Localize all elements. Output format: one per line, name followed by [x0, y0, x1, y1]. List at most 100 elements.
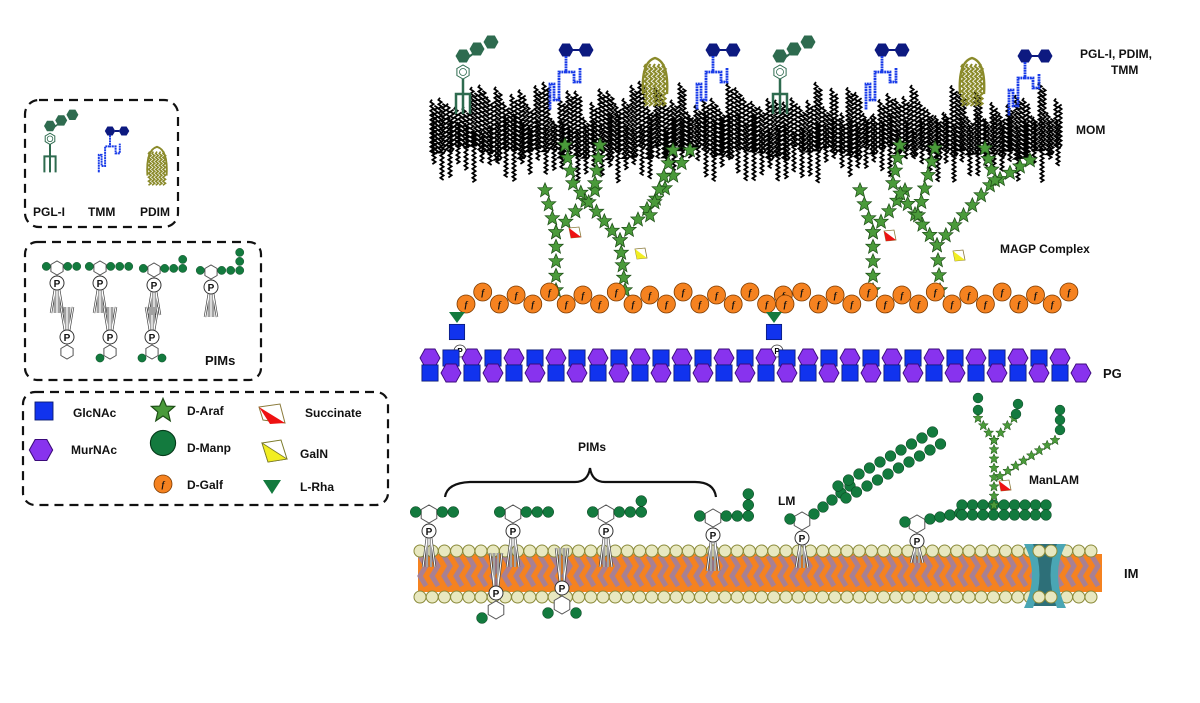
mannose: [916, 432, 928, 444]
mycolic-chain: [502, 114, 510, 179]
lipid-tail: [549, 554, 561, 588]
lipid-head: [962, 590, 976, 604]
mannose: [124, 262, 134, 271]
glcnac-square: [673, 364, 691, 382]
mycolic-chain: [470, 130, 478, 183]
inositol-ring: [420, 504, 438, 524]
mycolic-chain: [806, 129, 814, 177]
lipid-head: [450, 590, 464, 604]
lipid-head: [950, 544, 964, 558]
trehalose-hexagon: [104, 126, 116, 136]
lipid-head: [681, 544, 695, 558]
trehalose-hexagon: [1017, 49, 1033, 63]
mycolic-chain: [1003, 103, 1016, 152]
phosphate-circle: [598, 523, 614, 539]
lipid-head: [584, 590, 598, 604]
galactofuranose: [673, 282, 693, 302]
arabinose-star: [541, 196, 557, 212]
murnac-hexagon: [713, 348, 735, 368]
galn-marker: [952, 249, 966, 262]
red-half-diamond-icon: [258, 403, 286, 424]
trehalose-hexagon: [894, 43, 910, 57]
mannose: [494, 506, 506, 518]
mannose: [542, 506, 554, 518]
phosphate-label: P: [151, 281, 158, 292]
arabinose-star: [548, 238, 564, 254]
mycolic-chain: [966, 127, 974, 177]
murnac-hexagon: [461, 348, 483, 368]
mannose: [1008, 509, 1021, 521]
phosphate-circle: [794, 530, 810, 546]
inositol-ring: [553, 595, 571, 615]
lipid-tail: [729, 554, 741, 588]
pdim-chain: [157, 151, 164, 186]
mycolic-chain: [462, 122, 470, 171]
mycolic-chain: [718, 116, 726, 168]
murnac-hexagon: [986, 363, 1008, 383]
label-pgl-pdim-tmm-line1: PGL-I, PDIM,: [1080, 47, 1152, 61]
galn-marker: [634, 247, 648, 260]
lipid-head: [864, 544, 878, 558]
murnac-hexagon: [881, 348, 903, 368]
lipid-head: [706, 590, 720, 604]
galactofuranose: [859, 282, 878, 302]
mycolic-chain: [950, 123, 958, 183]
arabinose-star: [931, 267, 947, 283]
orange-circle-f-icon: [153, 474, 173, 494]
lipid-head: [986, 544, 1000, 558]
galactofuranose: [942, 294, 962, 314]
lipid-head: [681, 590, 695, 604]
mycolic-chain: [636, 80, 648, 149]
murnac-hexagon: [797, 348, 819, 368]
galactofuranose: [808, 294, 828, 314]
label-magp-complex: MAGP Complex: [1000, 242, 1090, 256]
galactofuranose: [792, 282, 812, 302]
mycolic-chain: [1022, 120, 1030, 161]
inositol-ring: [793, 511, 811, 531]
lipid-head: [633, 544, 647, 558]
lipid-head: [889, 544, 903, 558]
glcnac-square: [765, 323, 783, 341]
trehalose-hexagon: [558, 43, 574, 57]
mycolic-chain: [862, 118, 870, 170]
lipid-head: [730, 544, 744, 558]
mycolic-chain: [476, 84, 488, 153]
arabinose-star: [865, 267, 881, 283]
galactofuranose: [1009, 294, 1029, 314]
phosphate-label: P: [107, 333, 114, 344]
mycolic-chain: [438, 113, 446, 181]
phosphate-label: P: [54, 279, 61, 290]
mycolic-chain: [478, 130, 486, 164]
lipid-tail: [885, 554, 897, 588]
lipid-tail: [609, 554, 621, 588]
mycolic-chain: [782, 124, 790, 180]
mycolic-chain: [974, 114, 982, 177]
pdim-chain: [647, 63, 654, 107]
mycolic-chain: [1038, 118, 1046, 184]
mycolic-chain: [846, 116, 854, 178]
mannose: [476, 612, 488, 624]
mannose: [956, 509, 968, 521]
lipid-head: [669, 544, 683, 558]
lipid-head: [925, 590, 939, 604]
pdim-arc: [958, 56, 986, 95]
lipid-tail: [645, 554, 657, 588]
label-manlam: ManLAM: [1029, 473, 1079, 487]
phosphate-circle: [49, 275, 65, 291]
succinate-marker: [883, 229, 897, 242]
mannose: [1029, 509, 1042, 521]
mannose: [178, 255, 188, 264]
lipid-tail: [669, 554, 681, 588]
mycolic-chain: [990, 113, 998, 169]
pdim-chain: [150, 151, 157, 186]
label-pg: PG: [1103, 366, 1122, 381]
arabinose-star: [548, 224, 564, 240]
mycolic-chain: [486, 124, 494, 166]
pdim-chain: [642, 63, 650, 107]
mycolic-chain: [510, 113, 518, 182]
murnac-hexagon: [1007, 348, 1029, 368]
arabinose-star: [988, 444, 1000, 455]
mannose: [905, 438, 918, 450]
mannose: [895, 444, 907, 456]
